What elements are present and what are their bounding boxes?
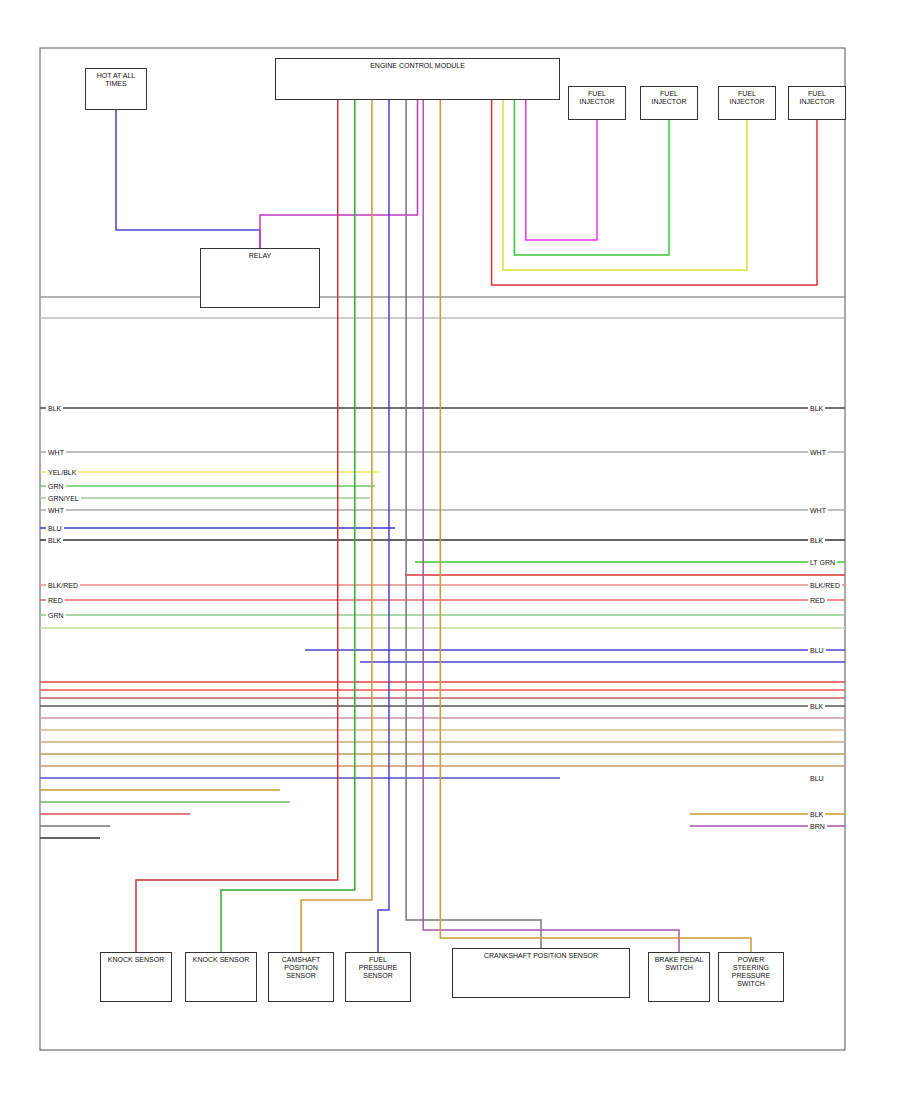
component-box: KNOCK SENSOR: [100, 952, 172, 1002]
wire-color-code: WHT: [808, 448, 828, 457]
wire: [260, 100, 418, 248]
component-box: HOT AT ALL TIMES: [85, 68, 147, 110]
wire-color-code: BLK: [46, 536, 63, 545]
wire-color-code: GRN: [46, 482, 66, 491]
wire-color-code: GRN: [46, 611, 66, 620]
component-name: FUEL INJECTOR: [792, 90, 842, 106]
wire-color-code: BLK/RED: [46, 581, 80, 590]
frame: [40, 48, 845, 1050]
component-name: POWER STEERING PRESSURE SWITCH: [722, 956, 780, 988]
component-name: BRAKE PEDAL SWITCH: [652, 956, 706, 972]
wire-color-code: BLK: [808, 702, 825, 711]
wire: [116, 110, 260, 248]
component-box: RELAY: [200, 248, 320, 308]
component-name: KNOCK SENSOR: [104, 956, 168, 964]
wire-color-code: LT GRN: [808, 558, 837, 567]
component-name: FUEL INJECTOR: [722, 90, 772, 106]
wire-color-code: WHT: [46, 448, 66, 457]
wire-color-code: BLU: [46, 524, 64, 533]
component-name: FUEL INJECTOR: [644, 90, 694, 106]
component-box: FUEL INJECTOR: [640, 86, 698, 120]
component-name: RELAY: [204, 252, 316, 260]
wire-color-code: GRN/YEL: [46, 494, 81, 503]
wire-color-code: RED: [808, 596, 827, 605]
wire-color-code: BRN: [808, 822, 827, 831]
component-name: ENGINE CONTROL MODULE: [279, 62, 556, 70]
component-name: CAMSHAFT POSITION SENSOR: [272, 956, 330, 980]
component-name: CRANKSHAFT POSITION SENSOR: [456, 952, 626, 960]
wire: [423, 100, 679, 952]
wire-color-code: BLK: [808, 810, 825, 819]
wire: [301, 100, 372, 952]
wire-color-code: RED: [46, 596, 65, 605]
component-box: ENGINE CONTROL MODULE: [275, 58, 560, 100]
wire-color-code: YEL/BLK: [46, 468, 78, 477]
wire-color-code: BLK: [808, 536, 825, 545]
wire: [136, 100, 338, 952]
wire: [378, 100, 389, 952]
component-box: CRANKSHAFT POSITION SENSOR: [452, 948, 630, 998]
wire-color-code: WHT: [46, 506, 66, 515]
component-name: KNOCK SENSOR: [189, 956, 253, 964]
component-box: FUEL INJECTOR: [788, 86, 846, 120]
wire-color-code: BLU: [808, 774, 826, 783]
component-name: FUEL INJECTOR: [572, 90, 622, 106]
component-box: FUEL INJECTOR: [568, 86, 626, 120]
component-box: FUEL INJECTOR: [718, 86, 776, 120]
component-box: FUEL PRESSURE SENSOR: [345, 952, 411, 1002]
wire-color-code: BLK: [808, 404, 825, 413]
component-name: HOT AT ALL TIMES: [89, 72, 143, 88]
wire: [221, 100, 355, 952]
wire: [406, 100, 541, 948]
wire: [440, 100, 751, 952]
component-box: BRAKE PEDAL SWITCH: [648, 952, 710, 1002]
wire-color-code: BLK/RED: [808, 581, 842, 590]
wire-color-code: WHT: [808, 506, 828, 515]
harness-wires: [40, 297, 845, 838]
component-box: KNOCK SENSOR: [185, 952, 257, 1002]
component-box: POWER STEERING PRESSURE SWITCH: [718, 952, 784, 1002]
component-name: FUEL PRESSURE SENSOR: [349, 956, 407, 980]
wire-color-code: BLK: [46, 404, 63, 413]
component-box: CAMSHAFT POSITION SENSOR: [268, 952, 334, 1002]
wire-color-code: BLU: [808, 646, 826, 655]
